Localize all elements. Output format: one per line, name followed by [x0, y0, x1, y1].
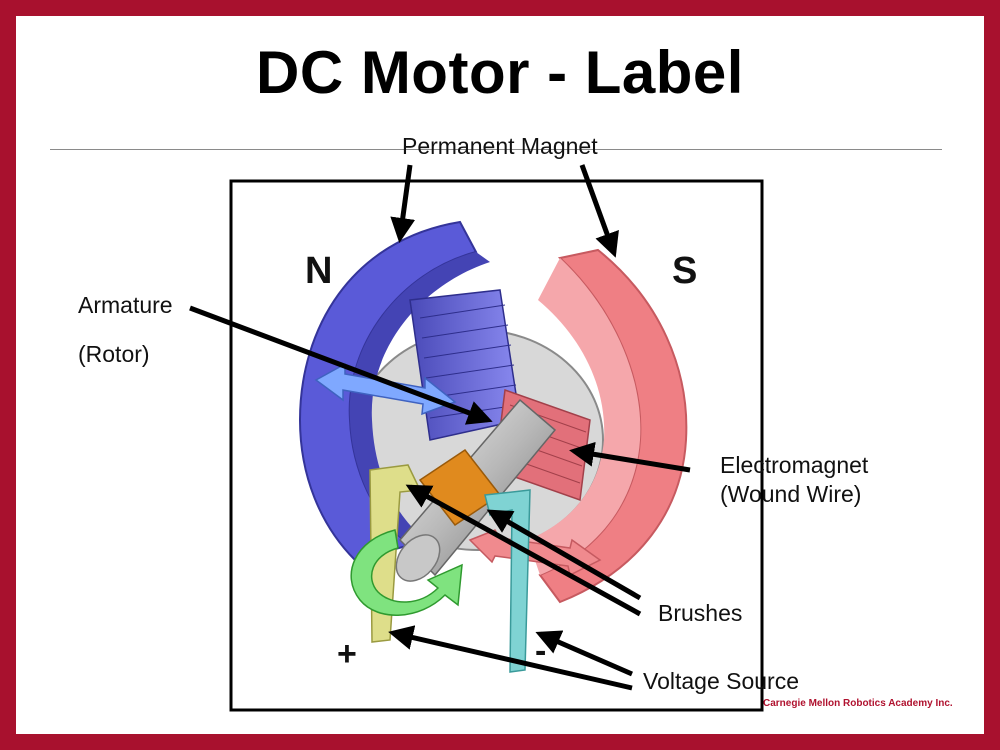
positive-terminal-label: +: [337, 635, 357, 673]
slide-title: DC Motor - Label: [256, 39, 744, 106]
brushes-label: Brushes: [658, 600, 743, 626]
wound-wire-label: (Wound Wire): [720, 481, 862, 507]
armature-label: Armature: [78, 292, 173, 318]
rotation-arrow: [350, 529, 463, 616]
arrow-voltage-negative: [535, 630, 633, 677]
title-divider: [50, 149, 942, 150]
north-magnet-face: [349, 252, 490, 545]
arrow-electromagnet: [569, 441, 691, 473]
arrow-voltage-positive: [388, 625, 633, 691]
credit-text: Carnegie Mellon Robotics Academy Inc.: [763, 698, 953, 709]
arrow-brushes-1: [405, 484, 642, 617]
arrow-permanent-magnet-south: [579, 164, 619, 258]
rotor-label: (Rotor): [78, 341, 150, 367]
pointer-arrows: [189, 164, 691, 691]
north-pole-label: N: [305, 250, 333, 292]
south-magnet-face: [528, 258, 641, 575]
arrow-permanent-magnet-north: [390, 164, 416, 243]
permanent-magnet-label: Permanent Magnet: [402, 133, 598, 159]
arrow-armature: [189, 305, 493, 425]
diagram-frame: [229, 179, 764, 712]
electromagnet-label: Electromagnet: [720, 452, 869, 478]
negative-terminal-label: -: [535, 632, 547, 670]
shaft-end: [395, 534, 441, 582]
blue-double-arrow: [314, 362, 457, 416]
arrow-brushes-2: [486, 509, 642, 601]
south-pole-label: S: [672, 250, 698, 292]
voltage-source-label: Voltage Source: [643, 668, 800, 694]
